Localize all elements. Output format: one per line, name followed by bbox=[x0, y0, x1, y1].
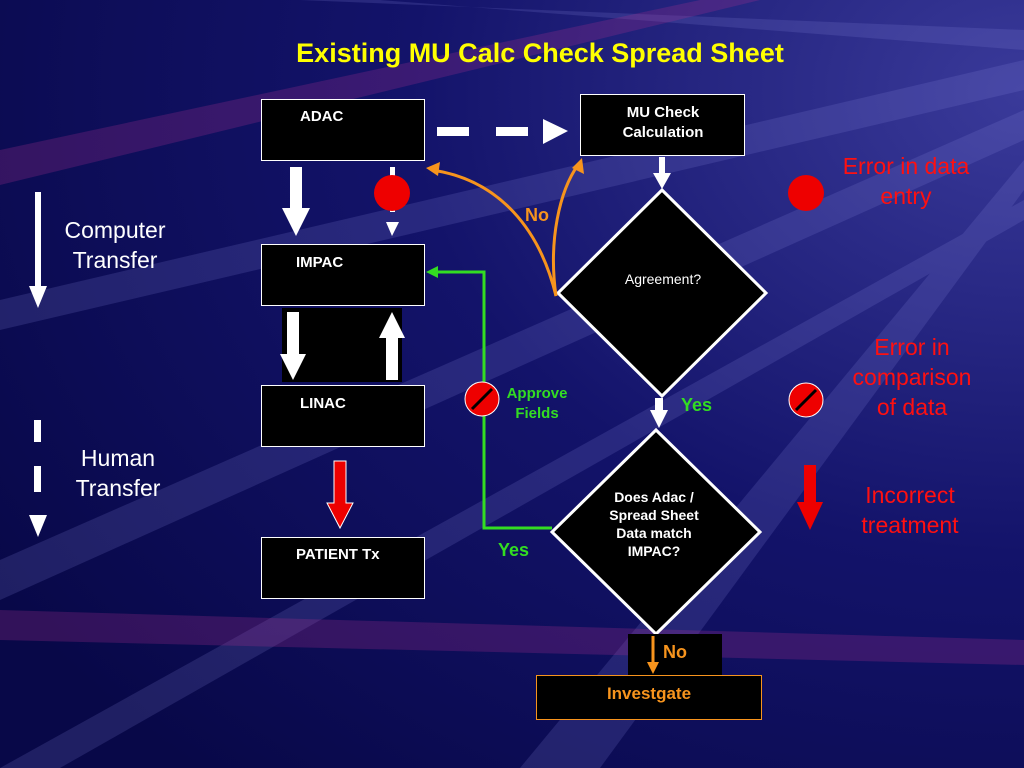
linac-box: LINAC bbox=[261, 385, 425, 447]
impac-label: IMPAC bbox=[296, 254, 344, 271]
impac-box: IMPAC bbox=[261, 244, 425, 306]
yes-label-middle: Yes bbox=[681, 395, 713, 415]
adac-box: ADAC bbox=[261, 99, 425, 161]
no-path-to-adac bbox=[431, 168, 558, 297]
investigate-box: Investgate bbox=[536, 675, 762, 720]
approve-fields-label: Approve Fields bbox=[506, 385, 568, 422]
agreement-diamond bbox=[555, 187, 769, 399]
legend-human-arrow bbox=[29, 420, 47, 537]
human-transfer-arrow-adac-mu bbox=[437, 119, 568, 144]
no-label-background bbox=[628, 634, 722, 676]
legend-computer-arrow bbox=[29, 192, 47, 308]
error-data-entry-text: Error in data entry bbox=[842, 153, 970, 209]
computer-transfer-arrow-linac-impac bbox=[379, 312, 405, 380]
computer-transfer-arrow-impac-linac bbox=[280, 312, 306, 380]
arrow-mu-to-agreement bbox=[653, 157, 671, 189]
investigate-label: Investgate bbox=[606, 684, 692, 703]
yes-label-left: Yes bbox=[498, 540, 530, 560]
mu-check-label: MU Check Calculation bbox=[622, 104, 704, 141]
patient-box: PATIENT Tx bbox=[261, 537, 425, 599]
slide-title: Existing MU Calc Check Spread Sheet bbox=[296, 38, 784, 68]
no-path-to-mu bbox=[552, 164, 580, 297]
adac-label: ADAC bbox=[300, 108, 344, 125]
incorrect-treatment-text: Incorrect treatment bbox=[861, 482, 959, 538]
mu-check-box: MU Check Calculation bbox=[580, 94, 745, 156]
patient-label: PATIENT Tx bbox=[296, 546, 380, 563]
computer-transfer-arrow-adac-impac bbox=[282, 167, 310, 236]
match-label: Does Adac / Spread Sheet Data match IMPA… bbox=[609, 489, 699, 559]
error-marker-entry bbox=[374, 175, 410, 211]
error-comparison-text: Error in comparison of data bbox=[852, 334, 972, 420]
no-label-bottom: No bbox=[663, 642, 687, 662]
no-label-top: No bbox=[525, 205, 549, 225]
incorrect-treatment-icon bbox=[797, 465, 823, 530]
agreement-label: Agreement? bbox=[624, 271, 702, 287]
legend-human-transfer: Human Transfer bbox=[75, 445, 161, 501]
legend-computer-transfer: Computer Transfer bbox=[64, 217, 166, 273]
incorrect-treatment-arrow bbox=[326, 460, 354, 530]
linac-label: LINAC bbox=[300, 395, 346, 412]
error-entry-icon bbox=[788, 175, 824, 211]
arrow-agreement-to-match bbox=[650, 398, 668, 428]
